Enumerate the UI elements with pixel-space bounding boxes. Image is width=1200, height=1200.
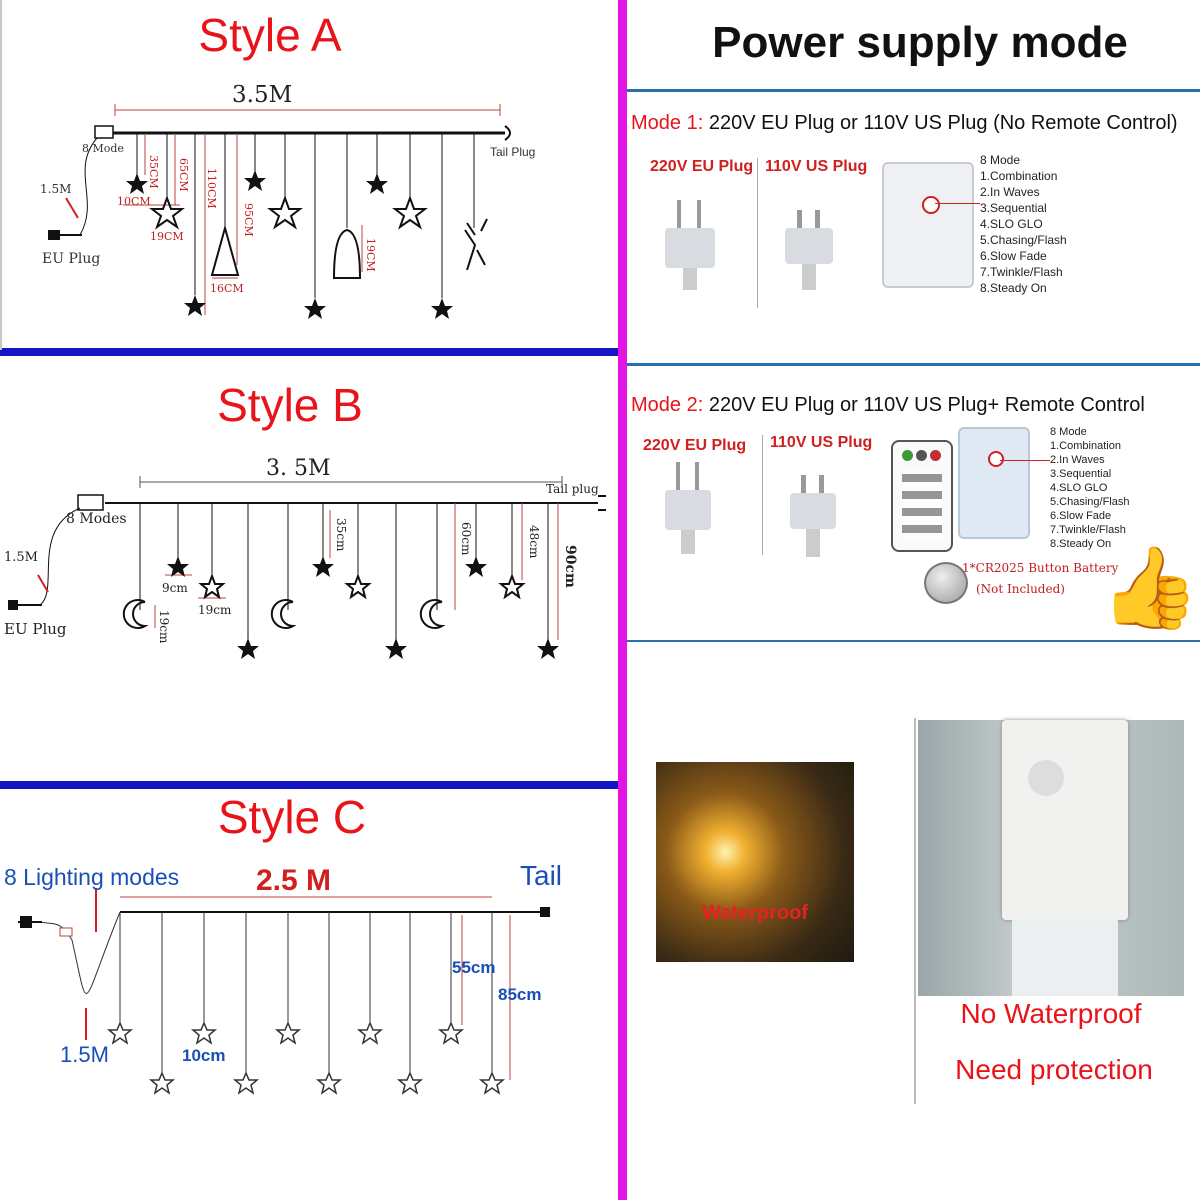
style-a-dim-10: 10CM [117, 195, 151, 208]
style-b-cable: 1.5M [4, 550, 38, 565]
style-c-tail: Tail [520, 860, 563, 891]
mode1-prefix: Mode 1: [631, 112, 704, 134]
mode2-text: 220V EU Plug or 110V US Plug+ Remote Con… [708, 394, 1145, 416]
style-a-dim-95: 95CM [242, 203, 255, 237]
mode2-eu-label: 220V EU Plug [643, 437, 747, 454]
mode1-eu-plug-icon [665, 200, 715, 290]
style-a-dim-19a: 19CM [150, 230, 184, 243]
divider-a-b [0, 348, 618, 356]
style-a-tail: Tail Plug [490, 145, 536, 159]
mode1-label: Mode 1: 220V EU Plug or 110V US Plug (No… [631, 112, 1178, 135]
divider-title-mode1 [627, 89, 1200, 92]
mode1-us-label: 110V US Plug [765, 158, 868, 175]
style-b-dim-19b: 19cm [157, 610, 171, 644]
mode2-controller-button [988, 451, 1004, 467]
pole [1012, 920, 1118, 996]
style-a-diagram: 35CM 65CM 110CM 95CM 10CM 19CM 16CM 19CM [48, 104, 511, 319]
left-border [0, 0, 2, 350]
style-a-title: Style A [198, 9, 342, 61]
battery-label: 1*CR2025 Button Battery [962, 561, 1119, 575]
mode2-us-label: 110V US Plug [770, 434, 873, 451]
battery-note: (Not Included) [976, 582, 1065, 596]
vertical-divider [618, 0, 627, 1200]
style-a-dim-65: 65CM [177, 158, 190, 192]
style-b-dim-9: 9cm [162, 581, 188, 595]
mode2-prefix: Mode 2: [631, 394, 704, 416]
controller-on-pole [1002, 720, 1128, 920]
style-b-mode: 8 Modes [66, 511, 127, 527]
waterproof-label: Waterproof [702, 902, 808, 924]
mode2-us-plug-icon [790, 475, 836, 557]
style-c-cable: 1.5M [60, 1042, 109, 1067]
style-b-diagram: 35cm 60cm 48cm 90cm 9cm 19cm 19cm [8, 476, 606, 659]
style-c-dim-85: 85cm [498, 985, 542, 1004]
power-title: Power supply mode [712, 18, 1128, 67]
waterproof-photo: Waterproof [656, 762, 854, 962]
photo-divider [914, 718, 916, 1104]
style-b-dim-35: 35cm [334, 518, 348, 552]
mode1-us-plug-icon [785, 210, 833, 290]
style-a-mode: 8 Mode [82, 142, 124, 155]
mode1-pointer-line [935, 203, 980, 204]
style-b-dim-19a: 19cm [198, 603, 232, 617]
style-c-dim-55: 55cm [452, 958, 496, 977]
mode1-modes-list: 8 Mode 1.Combination 2.In Waves 3.Sequen… [980, 153, 1067, 295]
style-a-cable: 1.5M [40, 182, 72, 196]
style-a-plug: EU Plug [42, 251, 101, 267]
style-b-dim-90: 90cm [562, 545, 578, 588]
mode1-text: 220V EU Plug or 110V US Plug (No Remote … [708, 112, 1178, 134]
mode1-controller-box [882, 162, 974, 288]
divider-mode1-mode2 [627, 363, 1200, 366]
style-b-tail: Tail plug [546, 482, 599, 496]
style-a-dim-110: 110CM [205, 168, 218, 209]
mode2-controller-box [958, 427, 1030, 539]
style-b-plug: EU Plug [4, 620, 67, 638]
mode2-label: Mode 2: 220V EU Plug or 110V US Plug+ Re… [631, 394, 1145, 417]
style-c-title: Style C [217, 791, 367, 843]
style-a-dim-16: 16CM [210, 282, 244, 295]
style-b-title: Style B [217, 379, 363, 431]
mode1-eu-label: 220V EU Plug [650, 158, 754, 175]
no-waterproof-photo [918, 720, 1184, 996]
no-waterproof-label: No Waterproof [960, 998, 1142, 1029]
mode2-plug-divider [762, 435, 763, 555]
style-c-dim-10: 10cm [182, 1046, 226, 1065]
mode2-eu-plug-icon [665, 462, 711, 554]
style-a-dim-19b: 19CM [364, 238, 377, 272]
style-b-length: 3. 5M [266, 456, 331, 481]
mode2-pointer-line [1000, 460, 1050, 461]
need-protection-label: Need protection [955, 1054, 1153, 1085]
style-a-dim-35: 35CM [147, 155, 160, 189]
style-a-length: 3.5M [232, 82, 293, 108]
divider-mode2-photos [627, 640, 1200, 642]
mode1-plug-divider [757, 158, 758, 308]
divider-b-c [0, 781, 618, 789]
mode2-modes-list: 8 Mode 1.Combination 2.In Waves 3.Sequen… [1050, 426, 1130, 550]
mode1-controller-button [922, 196, 940, 214]
style-b-dim-48: 48cm [527, 525, 541, 559]
style-c-diagram [18, 888, 550, 1095]
coin-battery-icon [924, 562, 968, 604]
style-b-dim-60: 60cm [459, 522, 473, 556]
style-c-length: 2.5 M [256, 864, 332, 897]
style-c-mode: 8 Lighting modes [4, 864, 180, 890]
remote-control-icon [891, 440, 953, 552]
thumbs-up-icon: 👍 [1100, 541, 1200, 634]
